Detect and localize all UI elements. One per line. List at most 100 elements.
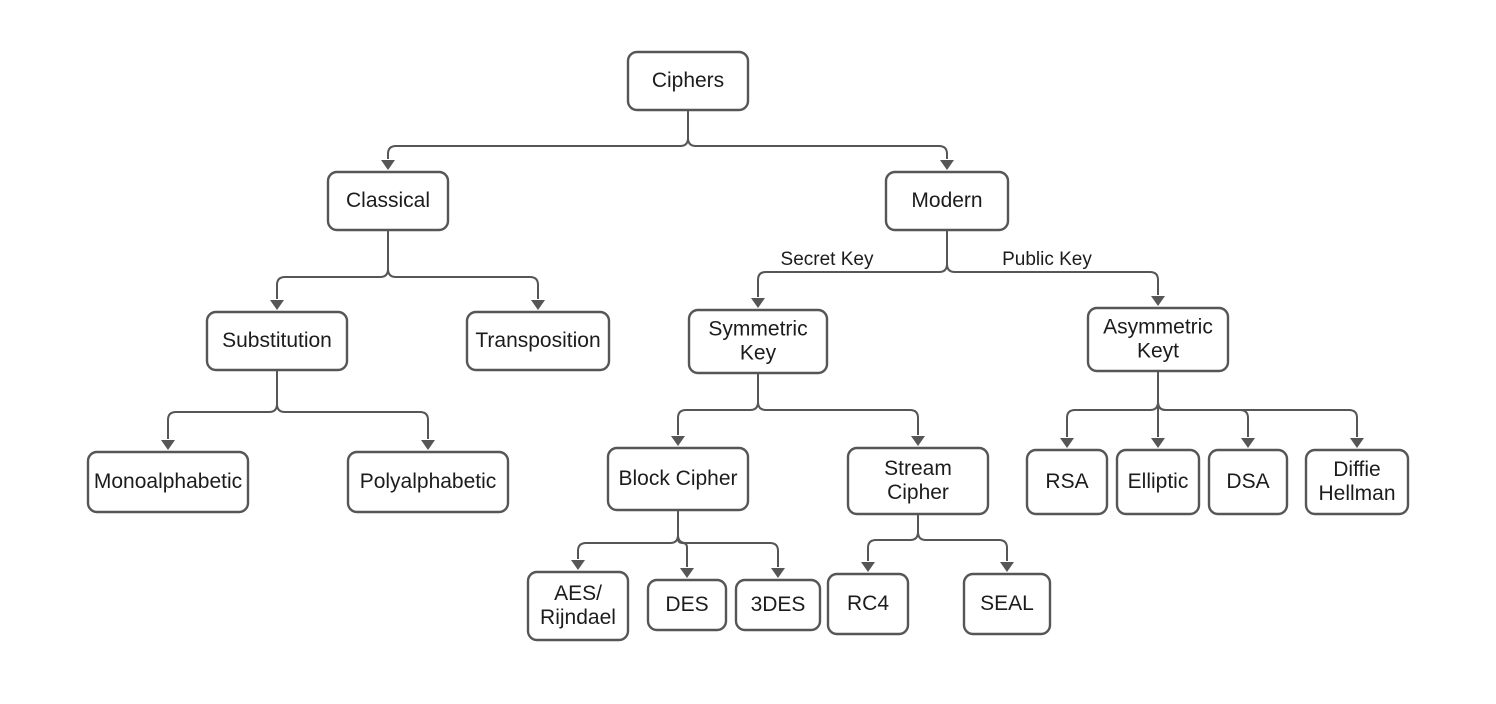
node-label: Ciphers (652, 69, 724, 92)
edges-layer (161, 110, 1364, 578)
node-substitution[interactable]: Substitution (205, 310, 349, 372)
node-label: 3DES (751, 593, 806, 616)
node-label: Elliptic (1128, 470, 1189, 493)
edge-line (677, 510, 779, 567)
arrowhead-icon (751, 298, 765, 308)
arrowhead-icon (1151, 438, 1165, 448)
arrowhead-icon (421, 440, 435, 450)
edge-line (577, 510, 679, 559)
node-monoalphabetic[interactable]: Monoalphabetic (86, 450, 250, 514)
edge-block-to-3des (677, 510, 785, 578)
edge-line (1157, 371, 1358, 437)
edge-line (677, 373, 759, 435)
node-modern[interactable]: Modern (884, 170, 1010, 232)
edge-ciphers-to-classical (381, 110, 689, 170)
node-box[interactable] (1086, 306, 1230, 373)
node-box[interactable] (846, 446, 990, 516)
node-box[interactable] (884, 170, 1010, 232)
arrowhead-icon (571, 560, 585, 570)
node-transposition[interactable]: Transposition (465, 310, 611, 372)
node-box[interactable] (826, 572, 910, 636)
arrowhead-icon (911, 436, 925, 446)
edge-line (867, 514, 919, 561)
node-ciphers[interactable]: Ciphers (626, 50, 750, 112)
node-block[interactable]: Block Cipher (606, 446, 750, 512)
edge-classical-to-transposition (387, 230, 545, 310)
edge-line (276, 370, 429, 439)
edge-asymmetric-to-rsa (1060, 371, 1159, 448)
edge-line (1157, 371, 1249, 437)
node-box[interactable] (962, 572, 1052, 636)
node-label: RSA (1045, 470, 1088, 493)
node-label: Monoalphabetic (94, 470, 242, 493)
node-label: DSA (1226, 470, 1269, 493)
arrowhead-icon (381, 160, 395, 170)
node-label: Polyalphabetic (360, 470, 497, 493)
edge-line (946, 230, 1159, 295)
node-box[interactable] (1207, 448, 1289, 516)
arrowhead-icon (861, 562, 875, 572)
node-box[interactable] (1115, 448, 1201, 516)
node-box[interactable] (346, 450, 510, 514)
node-polyalphabetic[interactable]: Polyalphabetic (346, 450, 510, 514)
node-box[interactable] (526, 570, 630, 642)
arrowhead-icon (1151, 296, 1165, 306)
edge-substitution-to-monoalphabetic (161, 370, 278, 450)
arrowhead-icon (771, 568, 785, 578)
edge-label-secret-key: Secret Key (781, 249, 874, 270)
node-box[interactable] (734, 578, 822, 632)
node-label: AES/Rijndael (540, 582, 616, 629)
node-3des[interactable]: 3DES (734, 578, 822, 632)
node-seal[interactable]: SEAL (962, 572, 1052, 636)
node-label: Block Cipher (618, 467, 737, 490)
node-box[interactable] (1304, 448, 1410, 516)
arrowhead-icon (671, 436, 685, 446)
node-box[interactable] (86, 450, 250, 514)
node-rc4[interactable]: RC4 (826, 572, 910, 636)
edge-line (387, 230, 539, 299)
node-classical[interactable]: Classical (326, 170, 450, 232)
node-aes[interactable]: AES/Rijndael (526, 570, 630, 642)
node-box[interactable] (606, 446, 750, 512)
edge-symmetric-to-stream (757, 373, 925, 446)
node-label: DES (665, 593, 708, 616)
node-box[interactable] (205, 310, 349, 372)
edge-line (167, 370, 278, 439)
node-box[interactable] (465, 310, 611, 372)
arrowhead-icon (1241, 438, 1255, 448)
node-box[interactable] (326, 170, 450, 232)
edge-asymmetric-to-diffie (1157, 371, 1364, 448)
edge-label-public-key: Public Key (1002, 249, 1092, 270)
arrowhead-icon (1350, 438, 1364, 448)
edge-symmetric-to-block (671, 373, 759, 446)
edge-ciphers-to-modern (687, 110, 954, 170)
node-box[interactable] (1025, 448, 1109, 516)
node-label: Transposition (475, 329, 600, 352)
node-label: Classical (346, 189, 430, 212)
node-dsa[interactable]: DSA (1207, 448, 1289, 516)
arrowhead-icon (270, 300, 284, 310)
node-label: Substitution (222, 329, 332, 352)
edge-stream-to-rc4 (861, 514, 919, 572)
node-box[interactable] (687, 308, 829, 375)
node-elliptic[interactable]: Elliptic (1115, 448, 1201, 516)
node-label: Modern (911, 189, 982, 212)
node-des[interactable]: DES (646, 578, 728, 632)
node-box[interactable] (626, 50, 750, 112)
node-label: RC4 (847, 592, 889, 615)
arrowhead-icon (680, 568, 694, 578)
edge-line (387, 110, 689, 159)
arrowhead-icon (531, 300, 545, 310)
node-rsa[interactable]: RSA (1025, 448, 1109, 516)
edge-classical-to-substitution (270, 230, 389, 310)
node-box[interactable] (646, 578, 728, 632)
